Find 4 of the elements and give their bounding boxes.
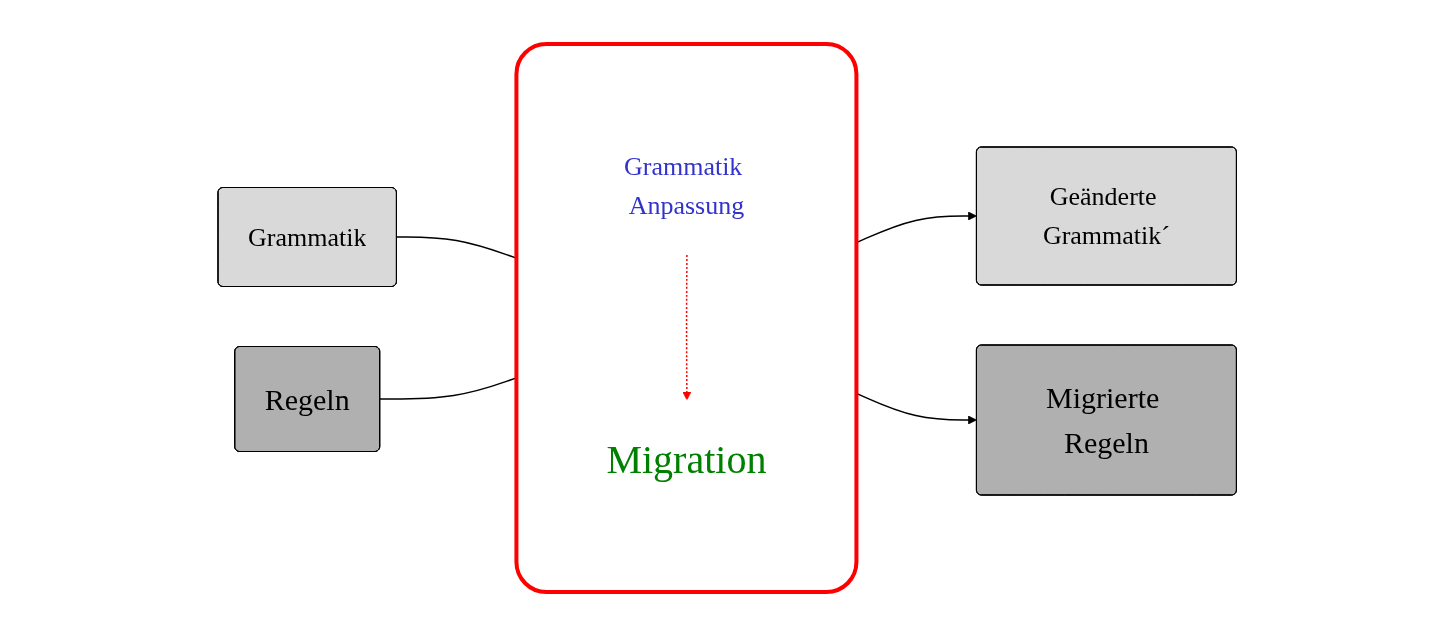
node-text: Grammatik Anpassung (624, 151, 745, 220)
node-text: Migration (606, 436, 767, 482)
arrow (682, 254, 692, 401)
cluster (514, 42, 859, 594)
